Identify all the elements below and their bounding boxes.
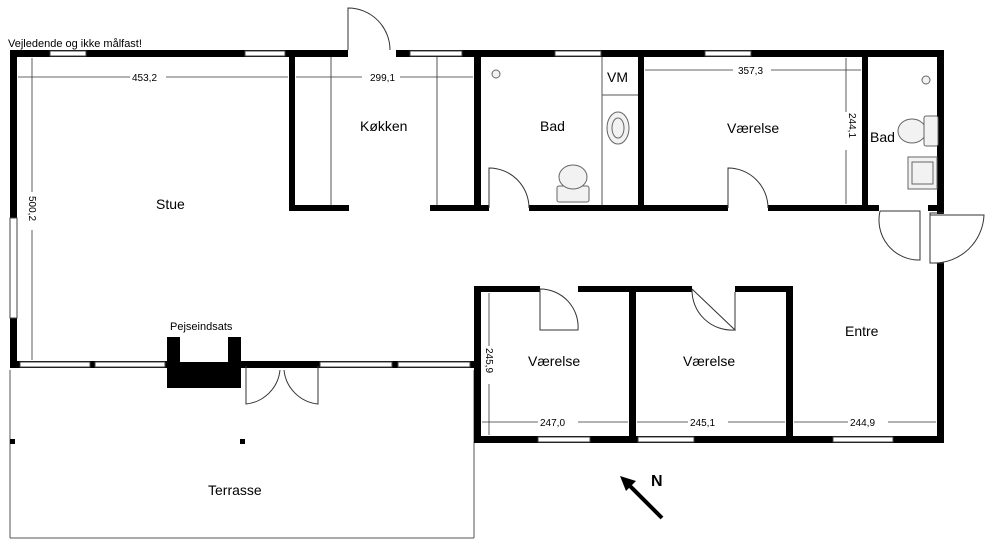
fireplace: Pejseindsats: [167, 321, 241, 388]
north-arrow-icon: [624, 480, 664, 520]
dim-stue-height: 500,2: [26, 196, 37, 221]
room-bad1: Bad: [540, 118, 565, 134]
doors: [245, 7, 985, 405]
disclaimer-text: Vejledende og ikke målfast!: [8, 38, 142, 50]
room-entre: Entre: [845, 323, 879, 339]
bath-fixtures: [491, 69, 939, 203]
drain-icon-2: [921, 75, 931, 85]
vm-niche: [601, 57, 638, 205]
drain-icon: [491, 69, 501, 79]
fireplace-label: Pejseindsats: [170, 321, 233, 333]
room-labels: Stue Køkken Bad VM Værelse Bad Værelse V…: [156, 69, 895, 498]
dim-entre-width: 244,9: [850, 418, 875, 429]
dim-vaerelse2-height: 245,9: [483, 348, 494, 373]
kitchen-counters: [330, 57, 438, 205]
terrace: [9, 370, 475, 539]
room-vaerelse1: Værelse: [727, 120, 779, 136]
dim-vaerelse3-width: 245,1: [690, 418, 715, 429]
room-vm: VM: [607, 69, 628, 85]
room-vaerelse2: Værelse: [528, 353, 580, 369]
room-kokken: Køkken: [360, 118, 407, 134]
dim-vaerelse1-width: 357,3: [738, 66, 763, 77]
dim-stue-width: 453,2: [132, 73, 157, 84]
compass-label: N: [651, 473, 663, 490]
room-terrasse: Terrasse: [208, 482, 262, 498]
interior-walls: [289, 57, 944, 443]
dimension-labels: 453,2 299,1 357,3 244,1 500,2 245,9 247,…: [26, 64, 888, 429]
compass: N: [620, 473, 664, 520]
dim-vaerelse1-height: 244,1: [846, 113, 857, 138]
toilet-icon-2: [897, 118, 927, 144]
dim-kokken-width: 299,1: [370, 73, 395, 84]
dim-vaerelse2-width: 247,0: [540, 418, 565, 429]
room-bad2: Bad: [870, 129, 895, 145]
windows: [9, 50, 894, 443]
room-vaerelse3: Værelse: [683, 353, 735, 369]
room-stue: Stue: [156, 196, 185, 212]
